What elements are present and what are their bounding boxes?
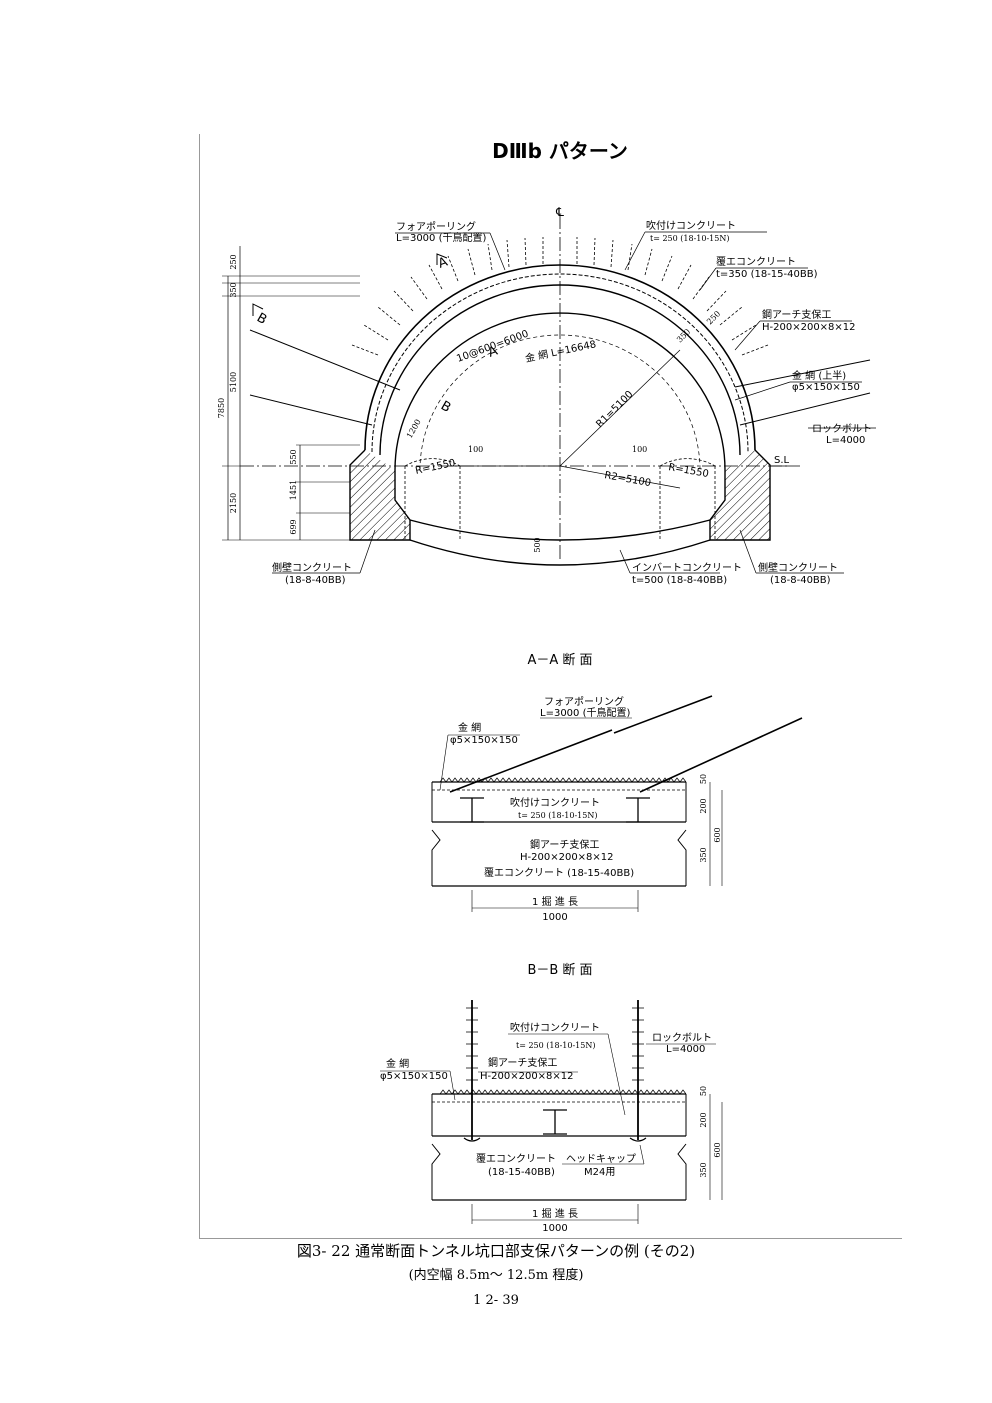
cut-b-marker-2: B — [438, 398, 453, 415]
aa-excavation: 1 掘 進 長 — [532, 895, 578, 908]
rock-bolt-label: ロックボルト — [812, 423, 872, 435]
bb-steel-arch: 鋼アーチ支保工 — [488, 1056, 557, 1069]
aa-wire-mesh-spec: φ5×150×150 — [450, 735, 518, 746]
dim-100-left: 100 — [468, 445, 483, 454]
bb-dim-200: 200 — [699, 1112, 708, 1127]
aa-wire-mesh: 金 網 — [458, 721, 481, 734]
fore-poling-lines — [351, 237, 769, 356]
bb-shotcrete-spec: t= 250 (18-10-15N) — [516, 1041, 595, 1050]
figure-subcaption: (内空幅 8.5m～ 12.5m 程度) — [408, 1268, 584, 1283]
lining-label: 覆エコンクリート — [716, 256, 796, 268]
bb-head-cap-spec: M24用 — [584, 1167, 615, 1178]
aa-excavation-value: 1000 — [542, 912, 567, 923]
dim-500: 500 — [533, 537, 542, 552]
aa-steel-arch-spec: H-200×200×8×12 — [520, 852, 614, 863]
bb-excavation: 1 掘 進 長 — [532, 1207, 578, 1220]
page-number: 1 2- 39 — [473, 1293, 519, 1308]
section-aa-drawing — [431, 695, 803, 912]
aa-shotcrete-spec: t= 250 (18-10-15N) — [518, 811, 597, 820]
wire-mesh-upper-spec: φ5×150×150 — [792, 382, 860, 393]
bb-wire-mesh-spec: φ5×150×150 — [380, 1071, 448, 1082]
bb-steel-arch-spec: H-200×200×8×12 — [480, 1071, 574, 1082]
tunnel-cross-section — [222, 215, 876, 574]
aa-dim-50: 50 — [699, 774, 708, 784]
dim-5100: 5100 — [229, 372, 238, 392]
cut-a-marker: A — [436, 255, 450, 272]
dim-350-arch: 350 — [675, 327, 692, 344]
centerline-mark: ℄ — [555, 205, 564, 219]
dim-350: 350 — [229, 282, 238, 297]
figure-caption: 図3- 22 通常断面トンネル坑口部支保パターンの例 (その2) — [296, 1242, 696, 1260]
r2-label: R2=5100 — [603, 470, 651, 489]
sl-label: S.L — [774, 455, 790, 466]
shotcrete-spec: t= 250 (18-10-15N) — [650, 234, 729, 243]
wire-mesh-length-label: 金 網 L=16648 — [524, 337, 597, 365]
sidewall-left-spec: (18-8-40BB) — [285, 575, 346, 586]
invert-label: インバートコンクリート — [632, 562, 742, 574]
bb-rock-bolt: ロックボルト — [652, 1032, 712, 1044]
wire-mesh-upper-label: 金 網 (上半) — [792, 369, 846, 382]
rock-bolt-spec: L=4000 — [826, 435, 865, 446]
section-bb-title: B－B 断 面 — [527, 963, 592, 978]
bb-rock-bolt-spec: L=4000 — [666, 1044, 705, 1055]
sidewall-right-label: 側壁コンクリート — [758, 561, 838, 574]
shotcrete-label: 吹付けコンクリート — [646, 219, 736, 232]
dim-100-right: 100 — [632, 445, 647, 454]
lining-spec: t=350 (18-15-40BB) — [716, 269, 818, 280]
aa-steel-arch: 鋼アーチ支保工 — [530, 838, 599, 851]
dim-699: 699 — [289, 519, 298, 534]
bb-dim-600: 600 — [713, 1142, 722, 1157]
aa-dim-200: 200 — [699, 798, 708, 813]
bb-dim-50: 50 — [699, 1086, 708, 1096]
section-bb-drawing — [380, 1000, 723, 1224]
cut-b-marker: B — [254, 310, 269, 327]
fore-poling-label: フォアポーリング — [396, 220, 476, 233]
fore-poling-spec: L=3000 (千鳥配置) — [396, 231, 486, 244]
steel-arch-spec: H-200×200×8×12 — [762, 322, 856, 333]
sidewall-right-spec: (18-8-40BB) — [770, 575, 831, 586]
bb-dim-350: 350 — [699, 1162, 708, 1177]
bb-wire-mesh: 金 網 — [386, 1057, 409, 1070]
drawing-title: DⅢb パターン — [492, 139, 628, 163]
dim-2150: 2150 — [229, 493, 238, 513]
dim-250: 250 — [229, 254, 238, 269]
bb-lining: 覆エコンクリート — [476, 1153, 556, 1165]
aa-fore-poling: フォアポーリング — [544, 695, 624, 708]
aa-dim-600: 600 — [713, 827, 722, 842]
dim-1200: 1200 — [405, 418, 423, 440]
r1-label: R1=5100 — [594, 389, 635, 430]
bb-excavation-value: 1000 — [542, 1223, 567, 1234]
dim-7850: 7850 — [217, 398, 226, 418]
steel-arch-label: 鋼アーチ支保工 — [762, 308, 831, 321]
bb-shotcrete: 吹付けコンクリート — [510, 1021, 600, 1034]
bb-head-cap: ヘッドキャップ — [566, 1153, 636, 1165]
dim-550: 550 — [289, 449, 298, 464]
r-right-label: R=1550 — [667, 462, 709, 480]
section-aa-title: A－A 断 面 — [527, 653, 592, 668]
aa-fore-poling-spec: L=3000 (千鳥配置) — [540, 706, 630, 719]
bb-lining-spec: (18-15-40BB) — [488, 1167, 555, 1178]
invert-spec: t=500 (18-8-40BB) — [632, 575, 727, 586]
dim-1451: 1451 — [289, 480, 298, 500]
aa-lining: 覆エコンクリート (18-15-40BB) — [484, 867, 634, 879]
drawing-frame — [199, 134, 902, 1239]
sidewall-left-label: 側壁コンクリート — [272, 561, 352, 574]
dim-250-arch: 250 — [705, 309, 722, 326]
aa-dim-350: 350 — [699, 847, 708, 862]
aa-shotcrete: 吹付けコンクリート — [510, 796, 600, 809]
